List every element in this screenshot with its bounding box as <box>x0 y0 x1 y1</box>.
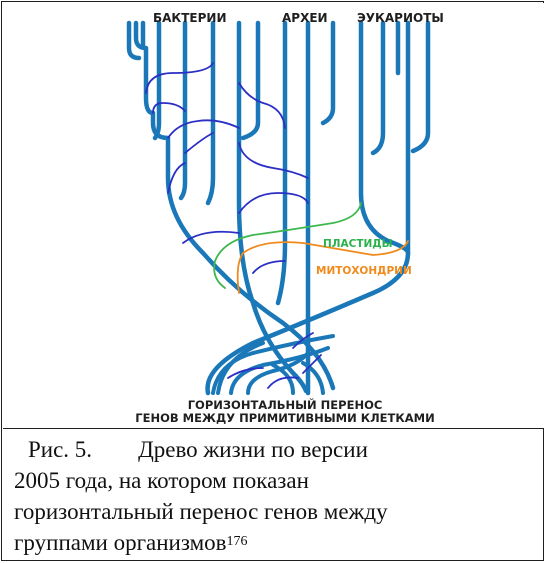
footnote-reference[interactable]: 176 <box>226 534 248 549</box>
caption-text-1: Древо жизни по версии <box>138 437 368 462</box>
tree-of-life-figure: БАКТЕРИИ АРХЕИ ЭУКАРИОТЫ ПЛАСТИДЫ МИТОХО… <box>3 3 544 429</box>
gene-transfer-lines <box>145 62 322 389</box>
figure-caption: Рис. 5. Древо жизни по версии 2005 года, … <box>14 434 534 558</box>
root-lineages <box>211 334 335 395</box>
archaea-lineages <box>275 20 336 396</box>
mitochondria-line <box>236 240 409 294</box>
bacteria-lineages <box>126 20 336 394</box>
figure-number: Рис. 5. <box>28 437 93 462</box>
eukaryote-lineages <box>205 20 431 396</box>
plastid-line <box>213 202 362 289</box>
mitochondria-label: МИТОХОНДРИИ <box>316 265 412 277</box>
caption-line-1: Рис. 5. Древо жизни по версии <box>14 434 534 465</box>
hgt-label-line2: ГЕНОВ МЕЖДУ ПРИМИТИВНЫМИ КЛЕТКАМИ <box>135 411 434 425</box>
caption-line-4: группами организмов176 <box>14 527 534 558</box>
plastids-label: ПЛАСТИДЫ <box>323 238 393 250</box>
bacteria-label: БАКТЕРИИ <box>153 11 227 25</box>
archaea-label: АРХЕИ <box>282 11 328 25</box>
caption-line-2: 2005 года, на котором показан <box>14 468 309 493</box>
tree-of-life-diagram: БАКТЕРИИ АРХЕИ ЭУКАРИОТЫ ПЛАСТИДЫ МИТОХО… <box>126 11 444 425</box>
eukaryotes-label: ЭУКАРИОТЫ <box>357 11 444 25</box>
hgt-label-line1: ГОРИЗОНТАЛЬНЫЙ ПЕРЕНОС <box>188 397 383 412</box>
caption-line-3: горизонтальный перенос генов между <box>14 499 388 524</box>
caption-text-4: группами организмов <box>14 530 227 555</box>
